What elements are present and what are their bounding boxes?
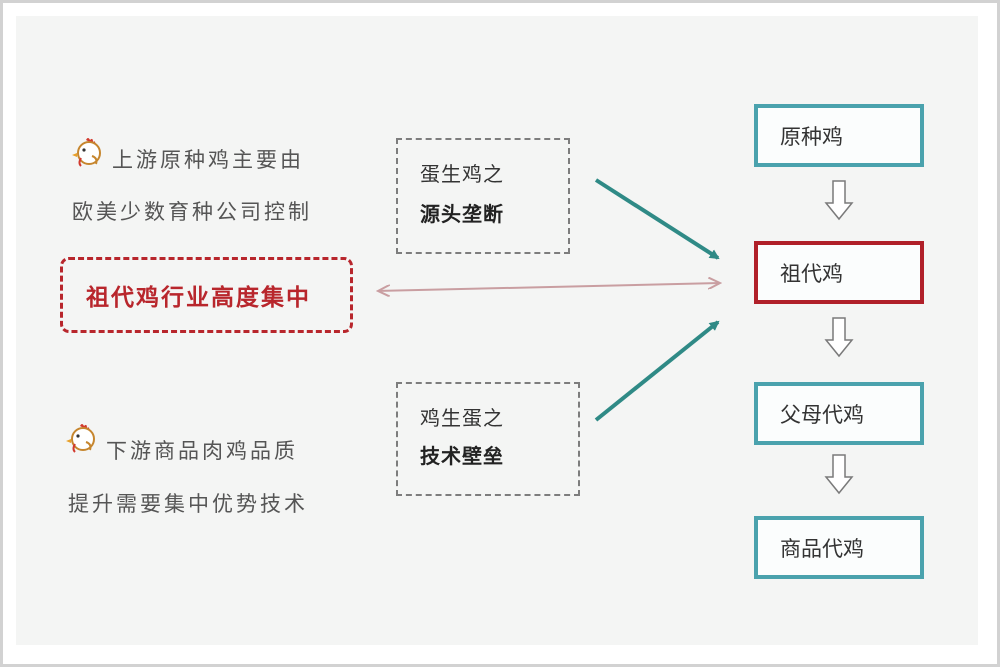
stage-box-pure-line: 原种鸡 xyxy=(754,104,924,167)
source-monopoly-line1: 蛋生鸡之 xyxy=(420,162,504,186)
down-arrow-3 xyxy=(824,454,854,495)
arrow-to-grandparent-from-bottom xyxy=(594,320,720,422)
stage-label: 商品代鸡 xyxy=(780,536,864,561)
source-monopoly-line2: 源头垄断 xyxy=(420,202,504,226)
upstream-note-line2: 欧美少数育种公司控制 xyxy=(72,200,312,224)
concentration-title: 祖代鸡行业高度集中 xyxy=(86,285,311,311)
stage-label: 祖代鸡 xyxy=(780,261,843,286)
stage-label: 原种鸡 xyxy=(780,124,843,149)
tech-barrier-box xyxy=(396,382,580,496)
stage-box-parent: 父母代鸡 xyxy=(754,382,924,445)
source-monopoly-box xyxy=(396,138,570,254)
chicken-icon xyxy=(72,138,101,167)
downstream-note-line2: 提升需要集中优势技术 xyxy=(68,492,308,516)
stage-box-grandparent: 祖代鸡 xyxy=(754,241,924,304)
stage-box-commercial: 商品代鸡 xyxy=(754,516,924,579)
concentration-box xyxy=(60,257,353,333)
tech-barrier-line1: 鸡生蛋之 xyxy=(420,406,504,430)
down-arrow-1 xyxy=(824,180,854,221)
arrow-to-grandparent-from-top xyxy=(594,178,720,260)
down-arrow-2 xyxy=(824,317,854,358)
double-arrow-link xyxy=(378,283,720,291)
chicken-icon xyxy=(66,424,95,453)
stage-label: 父母代鸡 xyxy=(780,402,864,427)
upstream-note-line1: 上游原种鸡主要由 xyxy=(112,148,304,172)
downstream-note-line1: 下游商品肉鸡品质 xyxy=(106,439,298,463)
tech-barrier-line2: 技术壁垒 xyxy=(420,444,504,468)
